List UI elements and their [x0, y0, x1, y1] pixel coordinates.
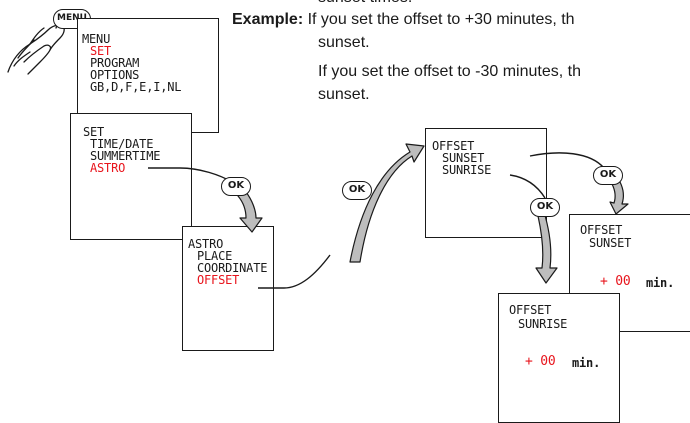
menu-item-language: GB,D,F,E,I,NL [90, 80, 182, 94]
ok-label: OK [348, 184, 366, 195]
ok-button-astro[interactable]: OK [221, 177, 251, 196]
instruction-partial-line: sunset times. [318, 0, 412, 8]
menu-title: MENU [82, 32, 111, 46]
example-text-2: If you set the offset to -30 minutes, th [318, 63, 581, 80]
set-screen [70, 113, 192, 240]
offset-sunrise-title: OFFSET [509, 303, 552, 317]
ok-button-sunset[interactable]: OK [593, 166, 623, 185]
set-item-time-date: TIME/DATE [90, 137, 154, 151]
set-item-astro: ASTRO [90, 161, 126, 175]
astro-item-place: PLACE [197, 249, 233, 263]
ok-label: OK [227, 180, 245, 191]
ok-label: OK [599, 169, 617, 180]
menu-item-options: OPTIONS [90, 68, 140, 82]
offset-item-sunrise: SUNRISE [442, 163, 492, 177]
astro-screen [182, 226, 274, 351]
astro-title: ASTRO [188, 237, 224, 251]
offset-sunrise-value: + 00 [525, 354, 556, 369]
example-line-1: Example: If you set the offset to +30 mi… [232, 10, 575, 30]
flow-arrows [148, 143, 629, 289]
offset-sunset-title: OFFSET [580, 223, 623, 237]
offset-sunrise-subtitle: SUNRISE [518, 317, 568, 331]
offset-sunset-unit: min. [646, 276, 675, 290]
example-label: Example: [232, 11, 304, 28]
menu-item-set: SET [90, 44, 112, 58]
ok-button-sunrise[interactable]: OK [530, 198, 560, 217]
astro-item-coordinate: COORDINATE [197, 261, 268, 275]
offset-sunset-value: + 00 [600, 274, 631, 289]
example-text-1-cont: sunset. [318, 34, 370, 51]
menu-key-label: MENU [57, 13, 87, 23]
offset-sunset-subtitle: SUNSET [589, 236, 632, 250]
offset-title: OFFSET [432, 139, 475, 153]
set-title: SET [83, 125, 105, 139]
offset-sunrise-unit: min. [572, 356, 601, 370]
example-text-1: If you set the offset to +30 minutes, th [307, 11, 575, 28]
offset-item-sunset: SUNSET [442, 151, 485, 165]
ok-label: OK [536, 201, 554, 212]
offset-screen [425, 128, 547, 238]
set-item-summertime: SUMMERTIME [90, 149, 161, 163]
astro-item-offset: OFFSET [197, 273, 240, 287]
menu-item-program: PROGRAM [90, 56, 140, 70]
ok-button-offset[interactable]: OK [342, 181, 372, 200]
example-text-2-cont: sunset. [318, 86, 370, 103]
